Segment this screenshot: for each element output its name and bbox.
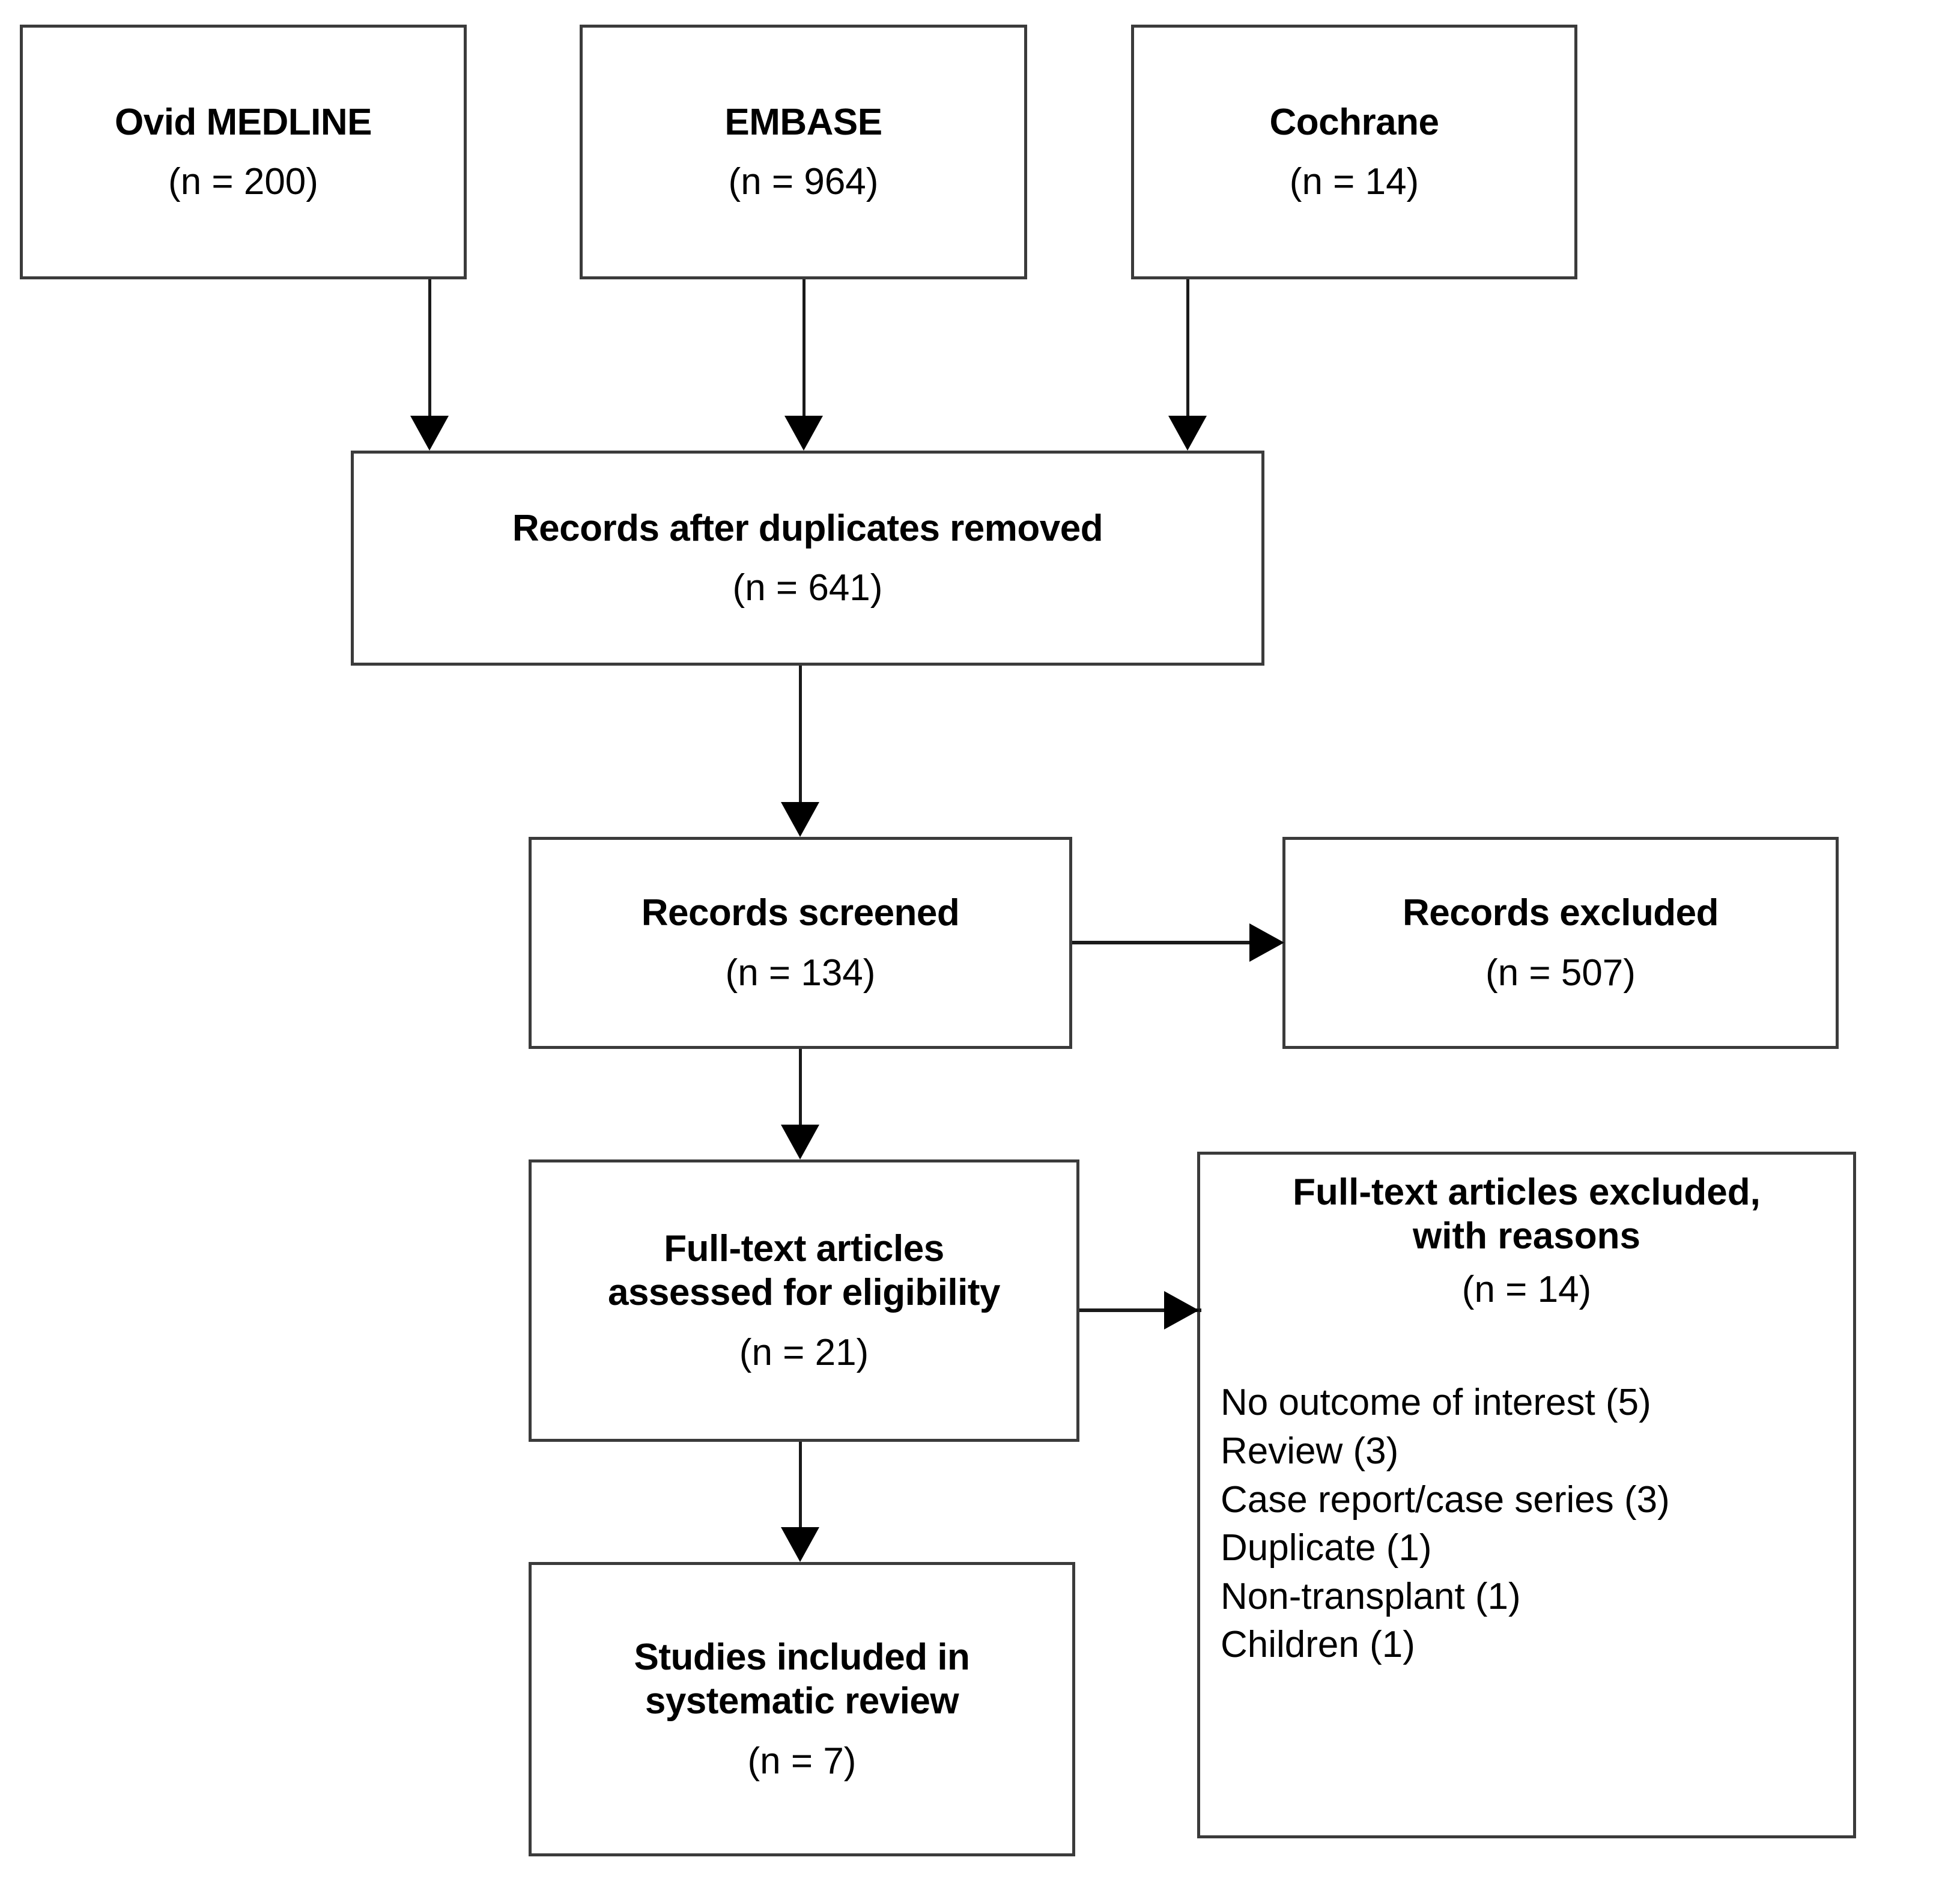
arrowhead-embase-to-duplicates — [784, 416, 823, 451]
exclusion-reasons-list: No outcome of interest (5) Review (3) Ca… — [1200, 1379, 1853, 1670]
box-cochrane: Cochrane (n = 14) — [1131, 25, 1577, 279]
list-item: Case report/case series (3) — [1221, 1478, 1670, 1521]
box-cochrane-title: Cochrane — [1269, 101, 1439, 143]
box-records-screened-count: (n = 134) — [725, 952, 876, 994]
box-fulltext-assessed: Full-text articles assessed for eligibil… — [529, 1159, 1079, 1442]
list-item: Children (1) — [1221, 1624, 1415, 1666]
box-embase-count: (n = 964) — [728, 161, 879, 202]
box-embase: EMBASE (n = 964) — [580, 25, 1027, 279]
box-records-after-duplicates-removed-title: Records after duplicates removed — [512, 507, 1103, 549]
box-cochrane-count: (n = 14) — [1289, 161, 1419, 202]
box-records-screened-title: Records screened — [641, 892, 960, 934]
arrowhead-cochrane-to-duplicates — [1168, 416, 1207, 451]
box-records-after-duplicates-removed-count: (n = 641) — [732, 567, 883, 609]
box-records-excluded: Records excluded (n = 507) — [1282, 837, 1839, 1049]
connector-medline-to-duplicates — [428, 279, 431, 418]
box-ovid-medline: Ovid MEDLINE (n = 200) — [20, 25, 467, 279]
connector-screened-to-excluded — [1072, 941, 1252, 944]
box-records-excluded-count: (n = 507) — [1485, 952, 1636, 994]
box-ovid-medline-count: (n = 200) — [168, 161, 318, 202]
box-studies-included-title: Studies included in systematic review — [634, 1636, 970, 1722]
arrowhead-duplicates-to-screened — [781, 802, 819, 837]
box-records-screened: Records screened (n = 134) — [529, 837, 1072, 1049]
box-embase-title: EMBASE — [724, 101, 882, 143]
list-item: Non-transplant (1) — [1221, 1575, 1521, 1617]
connector-embase-to-duplicates — [803, 279, 806, 418]
box-studies-included: Studies included in systematic review (n… — [529, 1562, 1075, 1856]
list-item: Duplicate (1) — [1221, 1527, 1432, 1569]
connector-screened-to-fulltext — [799, 1049, 802, 1126]
box-fulltext-excluded-count: (n = 14) — [1461, 1269, 1592, 1311]
box-fulltext-excluded-title: Full-text articles excluded, with reason… — [1293, 1171, 1761, 1257]
box-ovid-medline-title: Ovid MEDLINE — [114, 101, 372, 143]
connector-cochrane-to-duplicates — [1186, 279, 1189, 418]
list-item: No outcome of interest (5) — [1221, 1382, 1651, 1424]
connector-fulltext-to-excluded-reasons — [1079, 1308, 1201, 1312]
box-fulltext-assessed-count: (n = 21) — [739, 1331, 869, 1373]
arrowhead-fulltext-to-included — [781, 1527, 819, 1562]
connector-duplicates-to-screened — [799, 666, 802, 804]
arrowhead-fulltext-to-excluded-reasons — [1164, 1291, 1199, 1329]
list-item: Review (3) — [1221, 1430, 1399, 1472]
box-fulltext-assessed-title: Full-text articles assessed for eligibil… — [607, 1228, 1001, 1314]
connector-fulltext-to-included — [799, 1442, 802, 1528]
box-studies-included-count: (n = 7) — [747, 1740, 857, 1782]
arrowhead-screened-to-excluded — [1249, 923, 1284, 962]
box-records-after-duplicates-removed: Records after duplicates removed (n = 64… — [351, 451, 1264, 666]
arrowhead-medline-to-duplicates — [410, 416, 449, 451]
box-records-excluded-title: Records excluded — [1402, 892, 1719, 934]
box-fulltext-excluded-with-reasons: Full-text articles excluded, with reason… — [1197, 1152, 1856, 1838]
arrowhead-screened-to-fulltext — [781, 1125, 819, 1159]
